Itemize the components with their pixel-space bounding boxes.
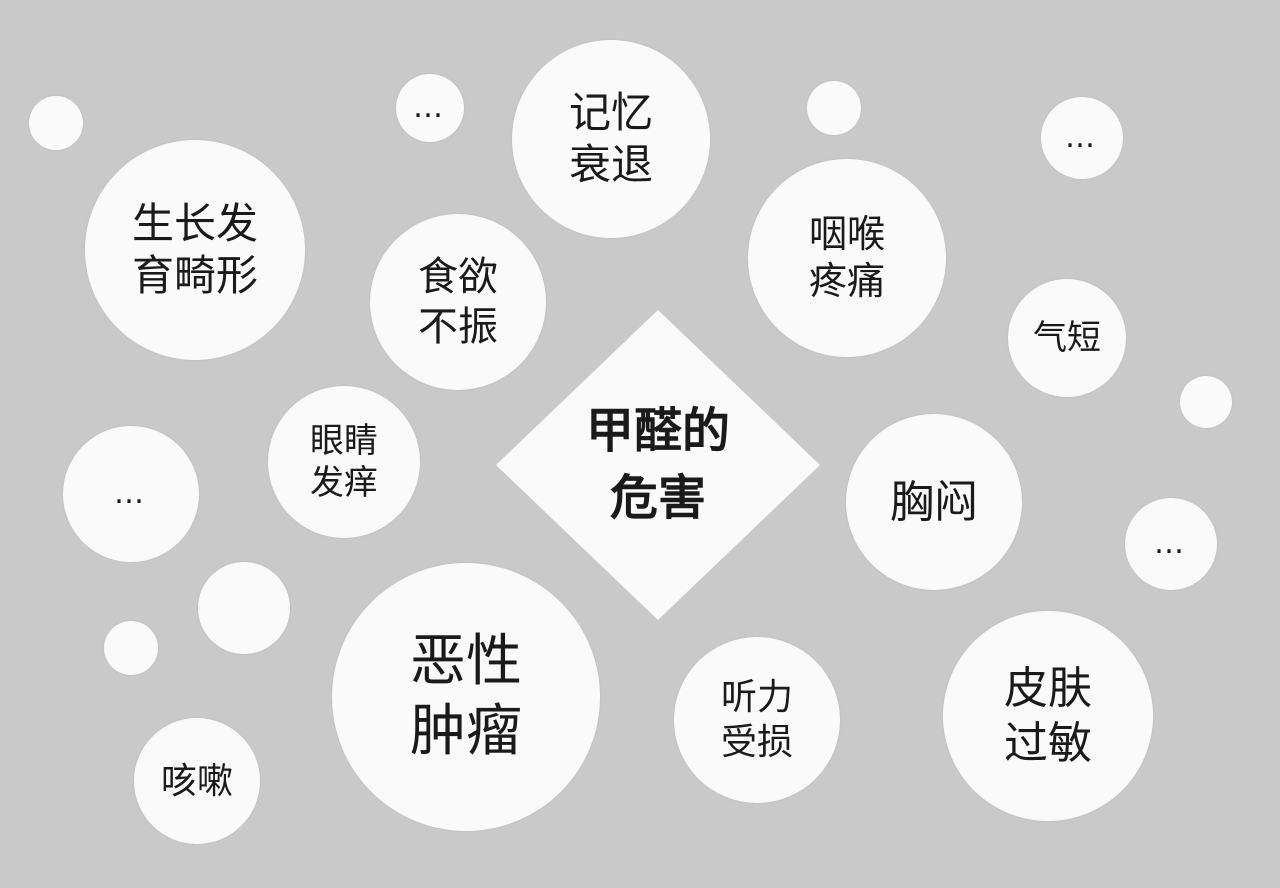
bubble-ellipsis: … xyxy=(396,74,464,142)
bubble-chest-tightness: 胸闷 xyxy=(846,414,1022,590)
bubble-throat-pain: 咽喉 疼痛 xyxy=(748,159,946,357)
bubble-ellipsis: … xyxy=(1125,498,1217,590)
bubble-skin-allergy: 皮肤 过敏 xyxy=(943,611,1153,821)
bubble-ellipsis: … xyxy=(63,426,199,562)
center-title: 甲醛的 危害 xyxy=(585,402,730,526)
bubble-itchy-eyes: 眼睛 发痒 xyxy=(268,386,420,538)
bubble-empty xyxy=(198,562,290,654)
bubble-empty xyxy=(104,621,158,675)
bubble-empty xyxy=(1180,376,1232,428)
bubble-ellipsis: … xyxy=(1041,97,1123,179)
bubble-growth-deformity: 生长发 育畸形 xyxy=(85,140,305,360)
bubble-memory-decline: 记忆 衰退 xyxy=(512,40,710,238)
center-title-diamond: 甲醛的 危害 xyxy=(496,310,820,620)
bubble-malignant-tumor: 恶性 肿瘤 xyxy=(332,563,600,831)
bubble-hearing-loss: 听力 受损 xyxy=(674,637,840,803)
bubble-shortness-of-breath: 气短 xyxy=(1008,279,1126,397)
bubble-empty xyxy=(807,81,861,135)
bubble-cough: 咳嗽 xyxy=(134,718,260,844)
bubble-appetite-loss: 食欲 不振 xyxy=(370,214,546,390)
bubble-empty xyxy=(29,96,83,150)
